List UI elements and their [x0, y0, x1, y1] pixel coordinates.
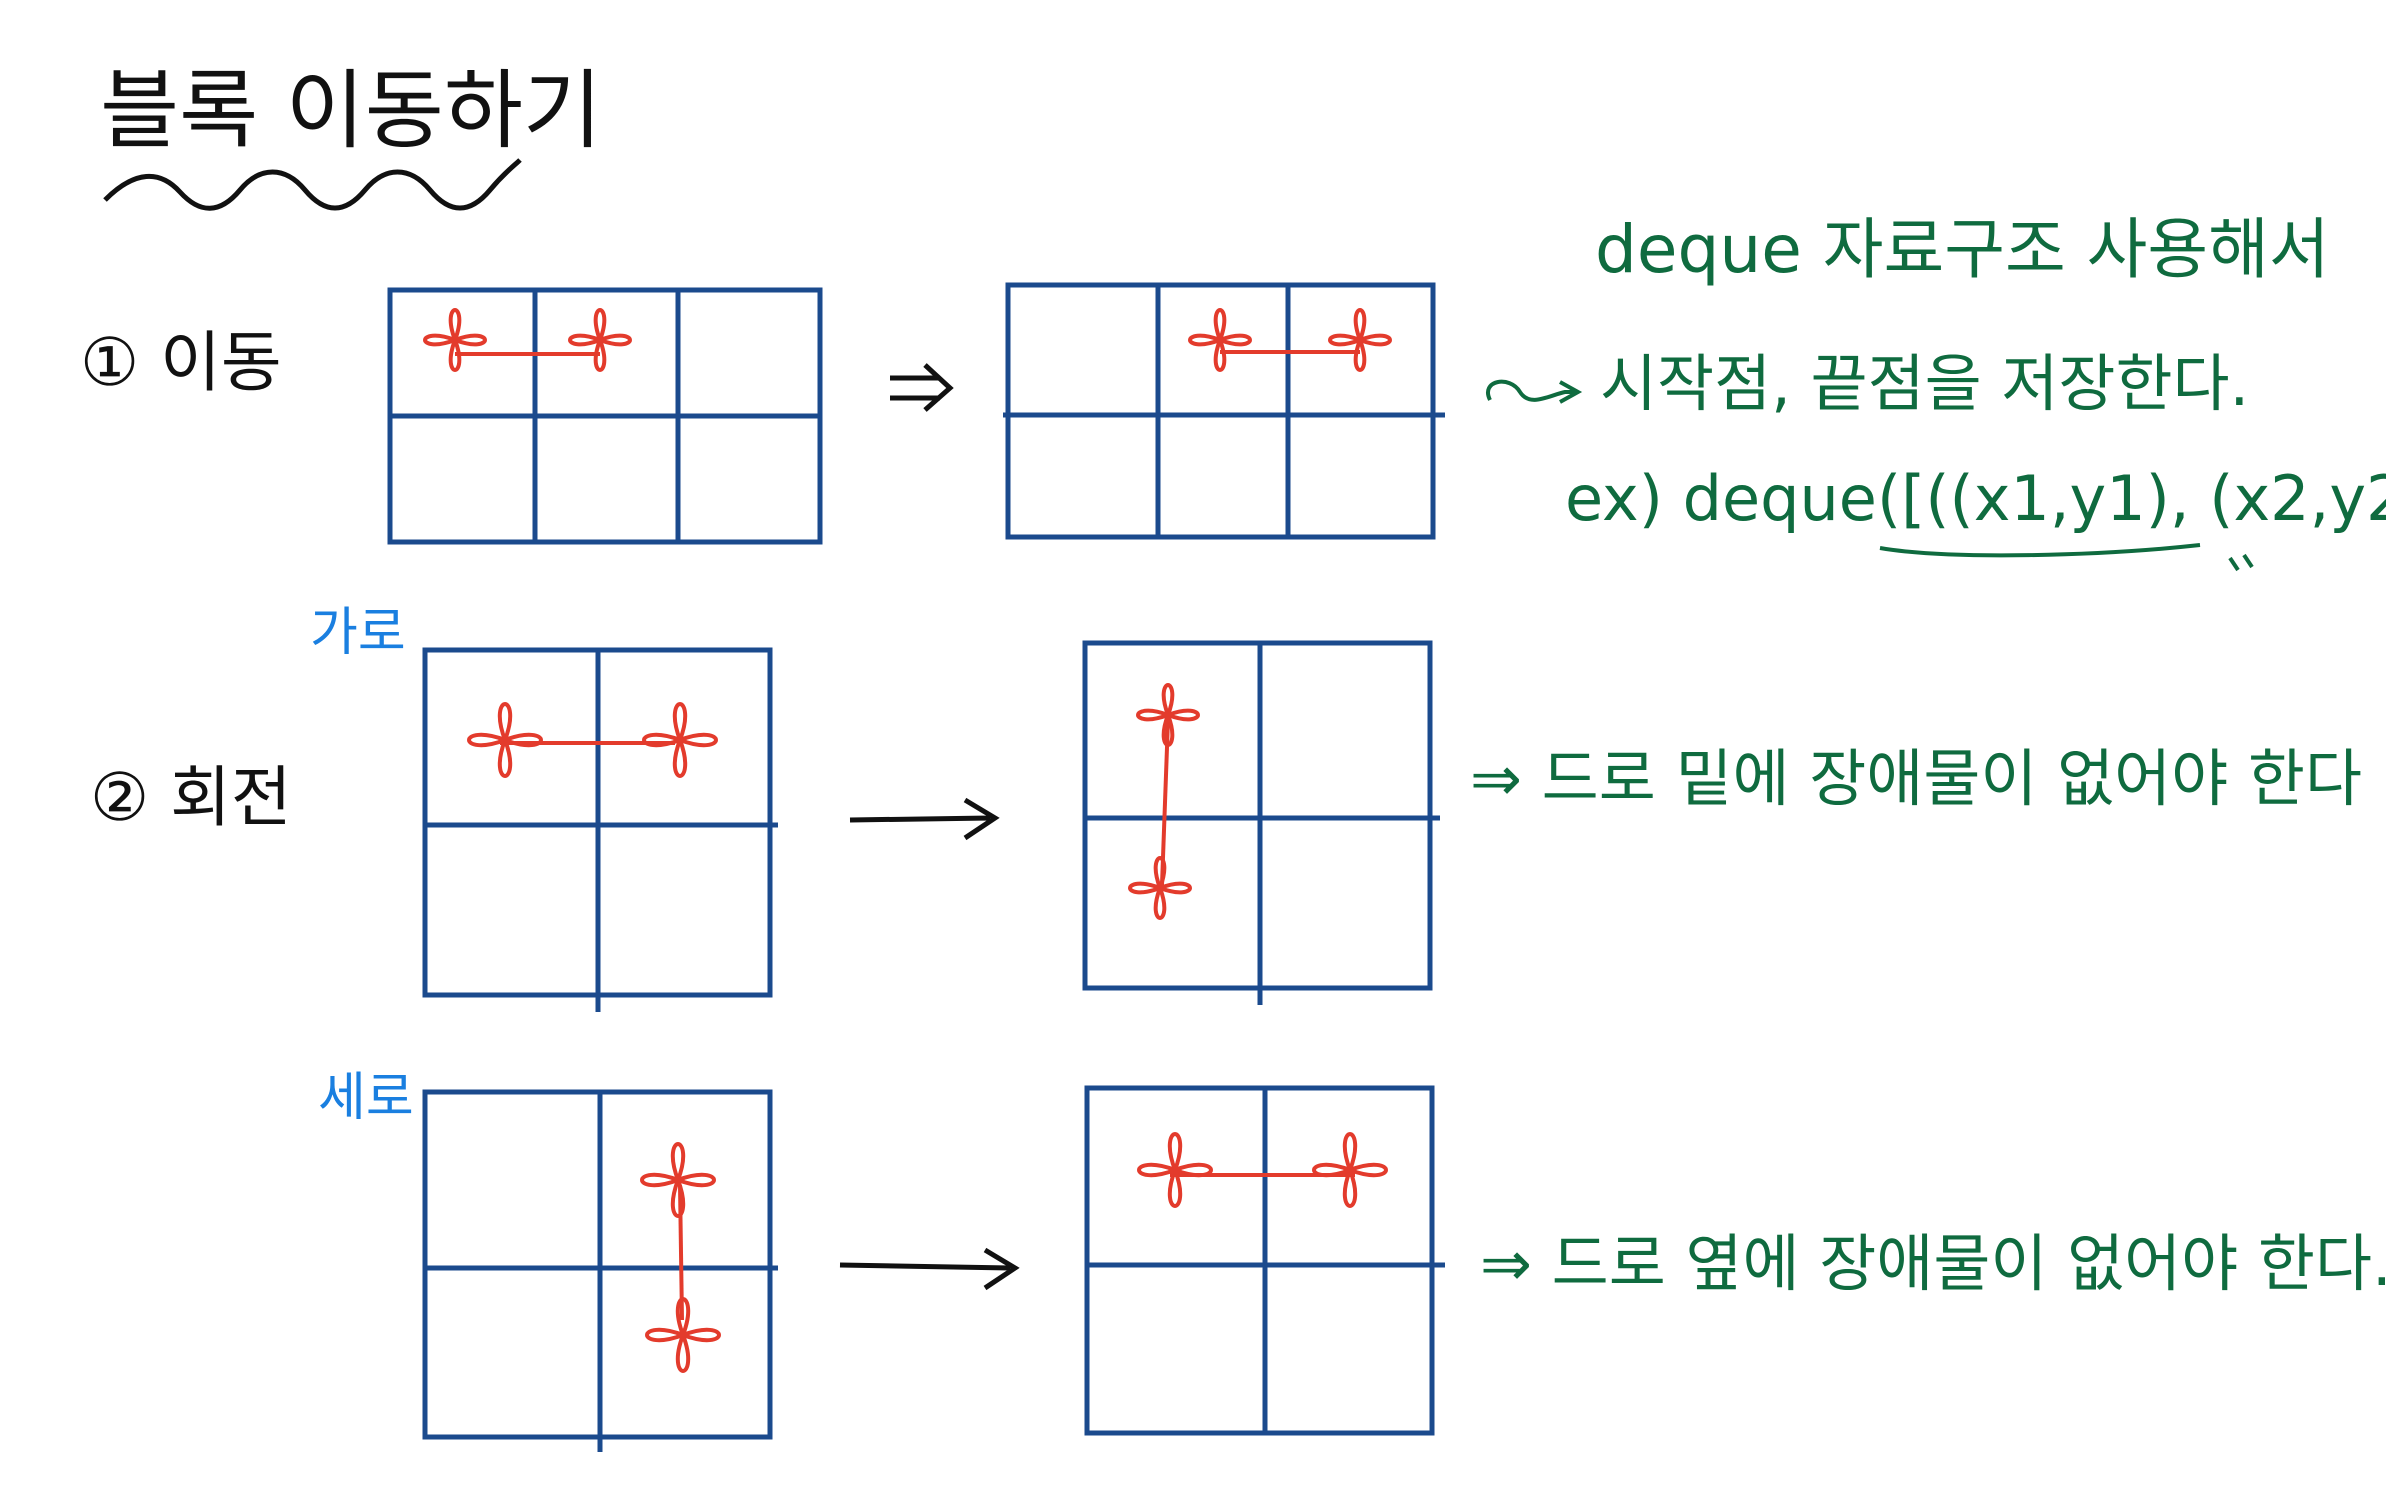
block-piece [1128, 856, 1192, 920]
grid-rotate-v-after [1084, 1085, 1445, 1436]
double-arrow [890, 363, 954, 412]
example-underline [1879, 543, 2201, 558]
axis-label-vertical: 세로 [318, 1068, 414, 1128]
block-piece [1312, 1132, 1388, 1208]
block-piece [640, 1142, 716, 1218]
curly-arrow [1486, 379, 1583, 404]
quote-mark [2228, 553, 2254, 572]
note-deque-line1: deque 자료구조 사용해서 [1595, 211, 2330, 288]
axis-label-horizontal: 가로 [310, 603, 406, 663]
section-move-label: ① 이동 [80, 324, 282, 401]
block-piece [642, 702, 718, 778]
note-rotate-vertical: ⇒ 드로 옆에 장애물이 없어야 한다. [1480, 1227, 2386, 1300]
grid-rotate-h-before [422, 647, 778, 1012]
block-piece [1137, 1132, 1213, 1208]
block-piece [467, 702, 543, 778]
note-deque-line2: 시작점, 끝점을 저장한다. [1600, 347, 2249, 420]
block-piece [645, 1297, 721, 1373]
block-piece [1136, 683, 1200, 747]
note-deque-example: ex) deque([((x1,y1), (x2,y2))]) [1565, 462, 2386, 535]
block-piece [423, 308, 487, 372]
right-arrow [849, 797, 1000, 841]
block-piece [568, 308, 632, 372]
right-arrow [839, 1247, 1020, 1291]
section-rotate-label: ② 회전 [90, 759, 292, 836]
block-piece [1188, 308, 1252, 372]
note-rotate-horizontal: ⇒ 드로 밑에 장애물이 없어야 한다 [1470, 742, 2362, 815]
grid-move-after [1003, 282, 1445, 540]
grid-move-before [387, 287, 823, 545]
title-underline-wave [103, 158, 522, 211]
block-piece [1328, 308, 1392, 372]
grid-rotate-h-after [1082, 640, 1440, 1005]
page-title: 블록 이동하기 [100, 61, 602, 161]
grid-rotate-v-before [422, 1089, 778, 1452]
